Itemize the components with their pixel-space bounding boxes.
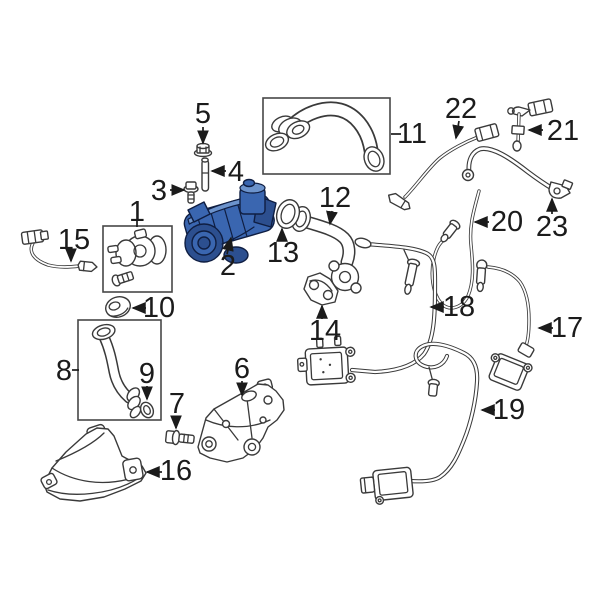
callout-7: 7 [169,388,185,430]
callout-9: 9 [139,358,155,401]
callout-label-15: 15 [58,224,90,256]
part-23-elbow-fitting [548,179,574,199]
part-17-oxygen-sensor [475,259,535,391]
callout-22: 22 [445,93,477,140]
part-13-gasket [275,199,301,229]
callout-pointer-12 [326,210,338,226]
part-8-fitting [126,387,142,419]
callout-11: 11 [391,118,427,150]
callout-20: 20 [473,206,523,238]
callout-label-19: 19 [493,394,525,426]
callout-label-4: 4 [228,156,244,188]
callout-label-7: 7 [169,388,185,420]
callout-label-3: 3 [151,175,167,207]
callout-label-23: 23 [536,211,568,243]
callout-6: 6 [234,353,250,397]
callout-label-13: 13 [267,237,299,269]
callout-5: 5 [195,98,211,145]
callout-label-2: 2 [220,250,236,282]
part-6-bracket [197,378,285,463]
part-21-sensor [507,98,554,152]
part-23-tube [461,149,574,199]
callout-pointer-22 [452,120,465,140]
callout-21: 21 [527,115,579,147]
part-10-grommet [105,296,131,318]
part-19-nox-sensor [359,344,478,505]
callout-12: 12 [319,182,351,226]
callout-label-17: 17 [551,312,583,344]
part-19-module [359,466,414,505]
part-1-bolt [111,271,135,287]
part-14-gasket [303,272,339,306]
callout-label-1: 1 [129,196,145,228]
part-19-probe [427,378,440,397]
callout-pointer-2 [222,236,234,255]
callout-23: 23 [536,197,568,243]
callout-label-8: 8 [56,355,72,387]
callout-4: 4 [210,156,244,188]
part-18-nox-sensor [296,237,436,386]
part-20-oxygen-sensor [430,189,481,310]
callout-19: 19 [480,394,525,426]
part-11-frame [262,97,391,175]
callout-13: 13 [267,227,299,269]
part-12-flange [328,260,362,294]
callout-8: 8 [56,355,79,387]
part-11-egr-tube [264,107,385,172]
callout-label-11: 11 [397,118,427,150]
callout-label-14: 14 [309,315,341,347]
callout-label-16: 16 [160,455,192,487]
callout-15: 15 [58,224,90,263]
callout-label-10: 10 [143,292,175,324]
callout-14: 14 [309,304,341,347]
callout-3: 3 [151,175,186,207]
part-4-stud [201,157,210,192]
callout-label-22: 22 [445,93,477,125]
part-11-gasket [264,132,290,152]
callout-label-6: 6 [234,353,250,385]
part-5-nut [193,142,213,158]
callout-label-12: 12 [319,182,351,214]
callout-2: 2 [220,236,236,282]
callout-1: 1 [129,196,145,228]
part-20-probe [440,219,461,243]
callout-label-20: 20 [491,206,523,238]
part-17-module [488,353,533,391]
part-15-sensor-wire [20,229,98,273]
part-1-actuator [107,228,167,287]
part-2-egr-valve-highlighted [183,178,277,264]
callout-10: 10 [131,292,175,324]
callout-label-18: 18 [443,291,475,323]
callout-label-21: 21 [547,115,579,147]
part-17-probe [475,259,488,293]
callout-label-5: 5 [195,98,211,130]
part-15-probe-tip [77,260,98,273]
callout-16: 16 [145,455,192,487]
part-3-bolt [183,181,199,204]
part-22-sensor-wire [387,123,500,211]
part-7-bolt [164,429,195,446]
callout-17: 17 [537,312,583,344]
part-9-o-ring [139,401,155,419]
part-18-module [296,335,356,386]
callout-label-9: 9 [139,358,155,390]
part-16-heat-shield [40,423,147,502]
part-18-probe [404,258,421,295]
callout-18: 18 [429,291,475,323]
part-22-probe-tip [387,192,411,211]
part-8-hose [91,323,142,419]
